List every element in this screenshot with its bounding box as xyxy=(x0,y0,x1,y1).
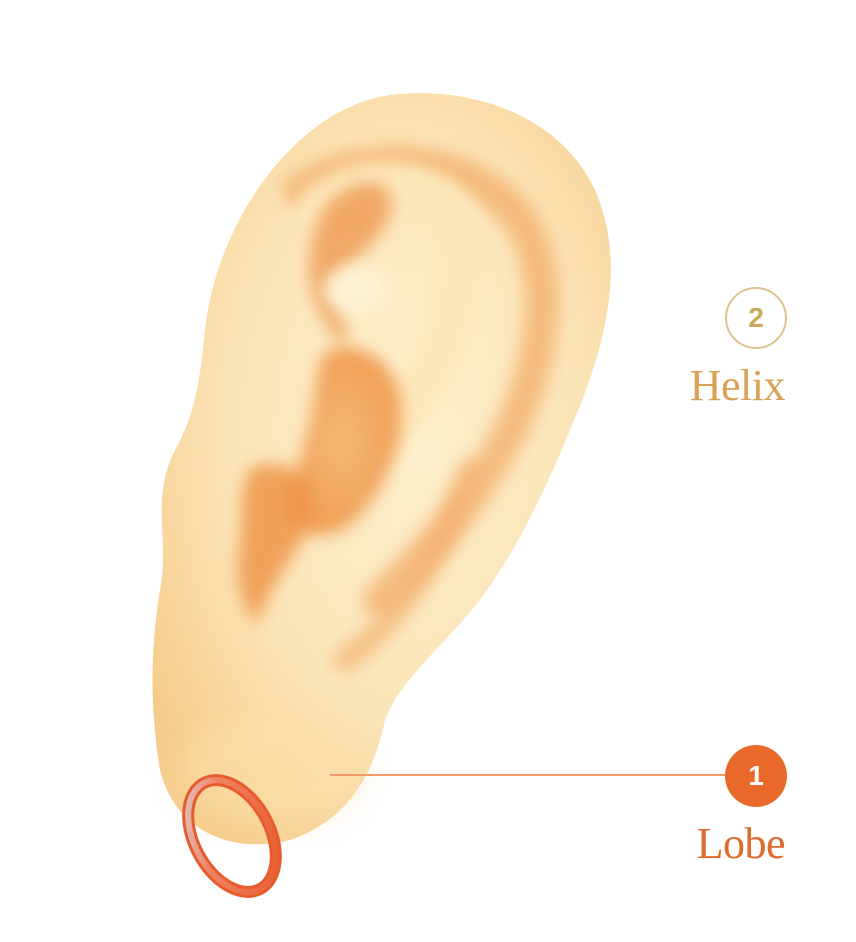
lobe-shading xyxy=(180,715,360,825)
earring xyxy=(182,774,282,898)
lobe-marker-number: 1 xyxy=(748,760,764,791)
lobe-marker: 1 xyxy=(725,745,787,807)
helix-label: Helix xyxy=(689,361,786,410)
antihelix-highlight xyxy=(323,266,387,314)
helix-marker: 2 xyxy=(725,287,787,349)
tragus-shadow xyxy=(238,464,311,625)
triangular-fossa xyxy=(309,182,392,350)
lower-helix-shadow xyxy=(334,459,481,671)
lobe-label: Lobe xyxy=(696,819,786,868)
helix-marker-number: 2 xyxy=(748,302,764,333)
concha xyxy=(284,347,401,535)
